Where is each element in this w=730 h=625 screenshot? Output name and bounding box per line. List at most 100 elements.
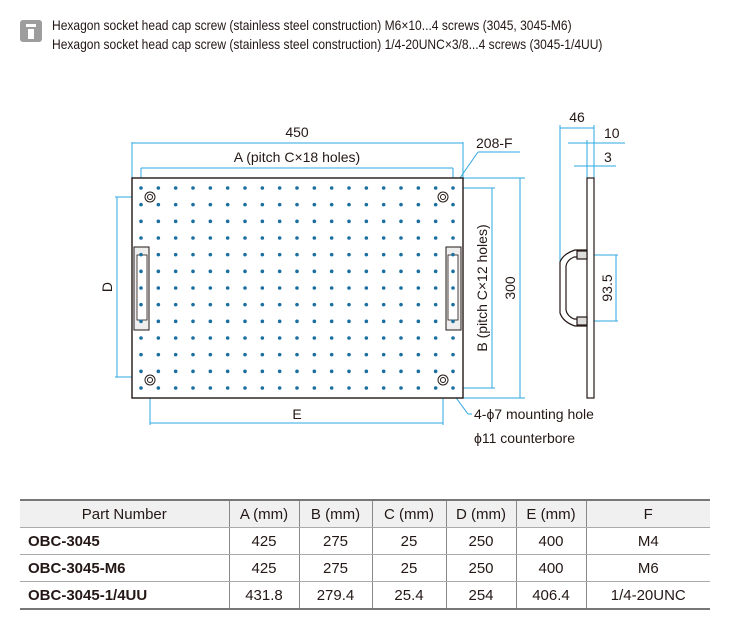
tapped-hole <box>208 286 213 290</box>
value-cell: M6 <box>585 554 710 582</box>
tapped-hole <box>173 352 178 357</box>
value-cell: 279.4 <box>298 581 372 610</box>
tapped-hole <box>277 202 282 207</box>
tapped-hole <box>260 319 265 324</box>
column-header: Part Number <box>20 499 229 528</box>
tapped-hole <box>139 252 143 257</box>
tapped-hole <box>243 236 247 240</box>
tapped-hole <box>451 336 455 340</box>
value-cell: 1/4-20UNC <box>585 581 710 610</box>
tapped-hole <box>364 186 369 190</box>
tapped-hole <box>173 186 178 190</box>
tapped-hole <box>156 336 161 340</box>
tapped-hole <box>329 369 334 374</box>
tapped-hole <box>225 319 230 324</box>
plate-side-view <box>559 177 595 399</box>
screw-note: Hexagon socket head cap screw (stainless… <box>20 16 692 54</box>
tapped-hole <box>347 286 351 290</box>
part-number-cell: OBC-3045-M6 <box>20 554 229 582</box>
tapped-hole <box>260 236 265 240</box>
tapped-hole <box>347 369 351 374</box>
tapped-hole <box>381 202 386 207</box>
tapped-hole <box>347 336 351 340</box>
tapped-hole <box>416 352 421 357</box>
tapped-hole <box>295 286 299 290</box>
tapped-hole <box>364 302 369 307</box>
tapped-hole <box>381 302 386 307</box>
tapped-hole <box>347 352 351 357</box>
tapped-hole <box>139 202 143 207</box>
tapped-hole <box>243 336 247 340</box>
tapped-hole <box>364 202 369 207</box>
tapped-hole <box>208 369 213 374</box>
tapped-hole <box>208 252 213 257</box>
tapped-hole <box>433 302 438 307</box>
tapped-hole <box>312 369 317 374</box>
tapped-hole <box>364 336 369 340</box>
tapped-hole <box>312 269 317 274</box>
tapped-hole <box>260 369 265 374</box>
tapped-hole <box>364 386 369 390</box>
tapped-hole <box>381 369 386 374</box>
tapped-hole <box>277 219 282 224</box>
tapped-hole <box>225 386 230 390</box>
column-header: C (mm) <box>371 499 446 528</box>
tapped-hole <box>295 369 299 374</box>
tapped-hole <box>381 186 386 190</box>
tapped-hole <box>139 269 143 274</box>
tapped-hole <box>260 302 265 307</box>
tapped-hole <box>433 286 438 290</box>
tapped-hole <box>156 186 161 190</box>
tapped-hole <box>312 319 317 324</box>
tapped-hole <box>260 219 265 224</box>
tapped-hole <box>173 336 178 340</box>
mount-hole-label: 4-ϕ7 mounting hole <box>474 406 594 422</box>
tapped-hole <box>208 236 213 240</box>
value-cell: 431.8 <box>228 581 299 610</box>
tapped-hole <box>329 352 334 357</box>
tapped-hole <box>399 252 403 257</box>
tapped-hole <box>225 252 230 257</box>
tapped-hole <box>451 202 455 207</box>
dim-b-label: B (pitch C×12 holes) <box>474 224 490 351</box>
tapped-hole <box>433 352 438 357</box>
tapped-hole <box>399 286 403 290</box>
tapped-hole <box>329 386 334 390</box>
tapped-hole <box>347 186 351 190</box>
note-line-1: Hexagon socket head cap screw (stainless… <box>52 17 572 33</box>
tapped-hole <box>156 302 161 307</box>
tapped-hole <box>156 252 161 257</box>
value-cell: 406.4 <box>515 581 586 610</box>
tapped-hole <box>433 186 438 190</box>
value-cell: 425 <box>228 527 299 555</box>
tapped-hole <box>173 236 178 240</box>
tapped-hole <box>208 352 213 357</box>
tapped-hole <box>260 252 265 257</box>
tapped-hole <box>312 236 317 240</box>
tapped-hole <box>173 269 178 274</box>
tapped-hole <box>347 386 351 390</box>
tapped-hole <box>399 302 403 307</box>
tapped-hole <box>243 386 247 390</box>
column-header: F <box>585 499 710 528</box>
tapped-hole <box>243 219 247 224</box>
tapped-hole <box>451 269 455 274</box>
tapped-hole <box>347 219 351 224</box>
tapped-hole <box>139 286 143 290</box>
tapped-hole <box>433 219 438 224</box>
tapped-hole <box>139 302 143 307</box>
tapped-hole <box>347 302 351 307</box>
tapped-hole <box>277 386 282 390</box>
tapped-hole <box>225 286 230 290</box>
value-cell: 400 <box>515 527 586 555</box>
tapped-hole <box>295 252 299 257</box>
dim-d-label: D <box>99 282 115 292</box>
tapped-hole <box>191 352 195 357</box>
tapped-hole <box>156 236 161 240</box>
tapped-hole <box>225 336 230 340</box>
tapped-hole <box>381 386 386 390</box>
tapped-hole <box>139 352 143 357</box>
